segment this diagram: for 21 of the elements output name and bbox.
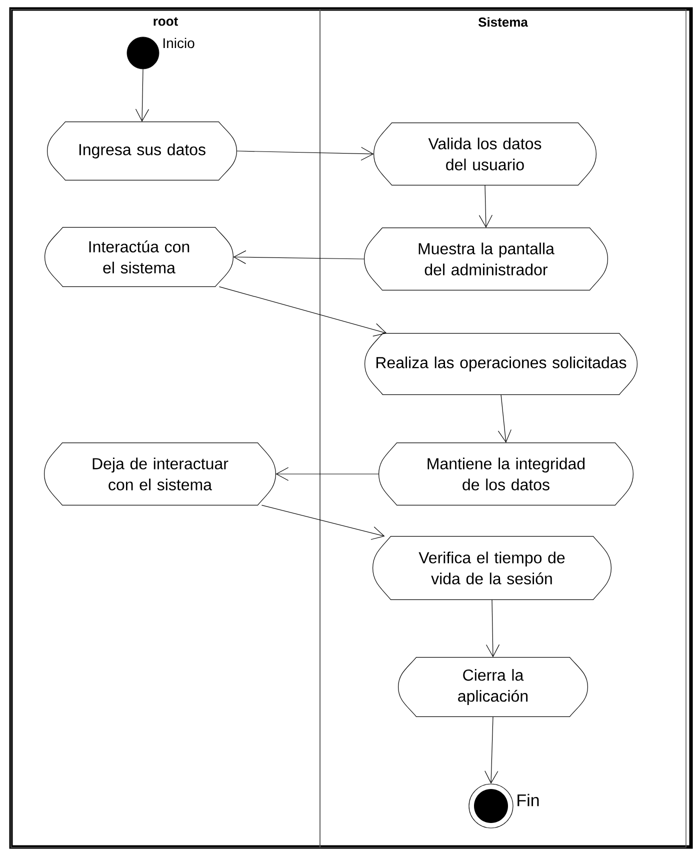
arrow (498, 394, 512, 443)
arrow (135, 68, 150, 122)
activity-box: Realiza las operaciones solicitadas (364, 333, 638, 395)
arrow (261, 504, 385, 540)
arrow (218, 286, 387, 336)
activity-box: Verifica el tiempo de vida de la sesión (372, 536, 612, 600)
activity-box: Mantiene la integridad de los datos (378, 442, 634, 506)
activity-box: Cierra la aplicación (398, 657, 588, 717)
arrow (486, 599, 500, 658)
activity-box: Ingresa sus datos (47, 122, 237, 180)
activity-box: Interactúa con el sistema (44, 227, 234, 287)
arrow (233, 250, 365, 264)
arrow (484, 716, 498, 784)
state-label: Inicio (163, 38, 194, 48)
arrow (236, 146, 374, 161)
activity-box: Muestra la pantalla del administrador (364, 228, 608, 290)
activity-box: Valida los datos del usuario (374, 122, 596, 186)
state-label: Fin (518, 794, 539, 806)
arrow (276, 467, 380, 481)
arrow (478, 184, 492, 228)
activity-box: Deja de interactuar con el sistema (44, 442, 276, 506)
